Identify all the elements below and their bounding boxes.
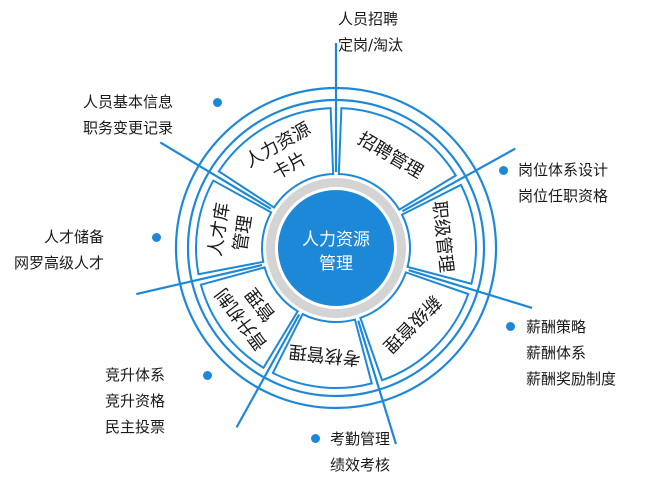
label-talent-line1: 人才储备 — [44, 228, 105, 246]
label-rank-line2: 岗位任职资格 — [518, 187, 609, 205]
center-title-line1: 人力资源 — [302, 230, 370, 250]
label-recruit-line1: 人员招聘 — [338, 10, 399, 28]
label-salary-line3: 薪酬奖励制度 — [526, 370, 617, 388]
label-card-line2: 职务变更记录 — [83, 119, 174, 137]
label-promote-line2: 竞升资格 — [105, 392, 166, 410]
label-promote: 竞升体系 竞升资格 民主投票 — [105, 362, 165, 440]
spoke-line-3 — [357, 320, 397, 445]
label-salary-line2: 薪酬体系 — [526, 344, 587, 362]
label-rank: 岗位体系设计 岗位任职资格 — [518, 157, 608, 209]
label-salary: 薪酬策略 薪酬体系 薪酬奖励制度 — [526, 314, 616, 392]
center-title-line2: 管理 — [319, 254, 353, 274]
segment-1 — [400, 183, 477, 285]
label-card: 人员基本信息 职务变更记录 — [83, 89, 173, 141]
label-recruit: 人员招聘 定岗/淘汰 — [338, 6, 403, 58]
segment-4 — [199, 266, 300, 370]
bullet-dot — [152, 233, 161, 242]
spoke-line-6 — [159, 141, 272, 210]
label-talent-line2: 网罗高级人才 — [14, 254, 105, 272]
spoke-line-2 — [408, 269, 533, 309]
label-assess: 考勤管理 绩效考核 — [330, 426, 390, 478]
segment-2 — [359, 271, 470, 382]
label-promote-line3: 民主投票 — [105, 418, 166, 436]
spoke-line-4 — [235, 313, 301, 428]
spoke-line-1 — [401, 147, 516, 213]
bullet-dot — [499, 166, 508, 175]
bullet-dot — [203, 371, 212, 380]
label-assess-line1: 考勤管理 — [330, 430, 391, 448]
spoke-line-5 — [136, 264, 263, 296]
bullet-dot — [213, 98, 222, 107]
center-circle — [278, 190, 394, 306]
label-rank-line1: 岗位体系设计 — [518, 161, 609, 179]
label-salary-line1: 薪酬策略 — [526, 318, 587, 336]
segment-0 — [337, 107, 458, 212]
label-talent: 人才储备 网罗高级人才 — [14, 224, 104, 276]
segment-3 — [271, 312, 373, 389]
segment-6 — [217, 107, 335, 209]
label-card-line1: 人员基本信息 — [83, 93, 174, 111]
label-recruit-line2: 定岗/淘汰 — [338, 36, 404, 54]
label-promote-line1: 竞升体系 — [105, 366, 166, 384]
bullet-dot — [311, 434, 320, 443]
spoke-lines — [136, 43, 533, 445]
bullet-dot — [506, 322, 515, 331]
segment-5 — [195, 179, 273, 276]
label-assess-line2: 绩效考核 — [330, 456, 391, 474]
